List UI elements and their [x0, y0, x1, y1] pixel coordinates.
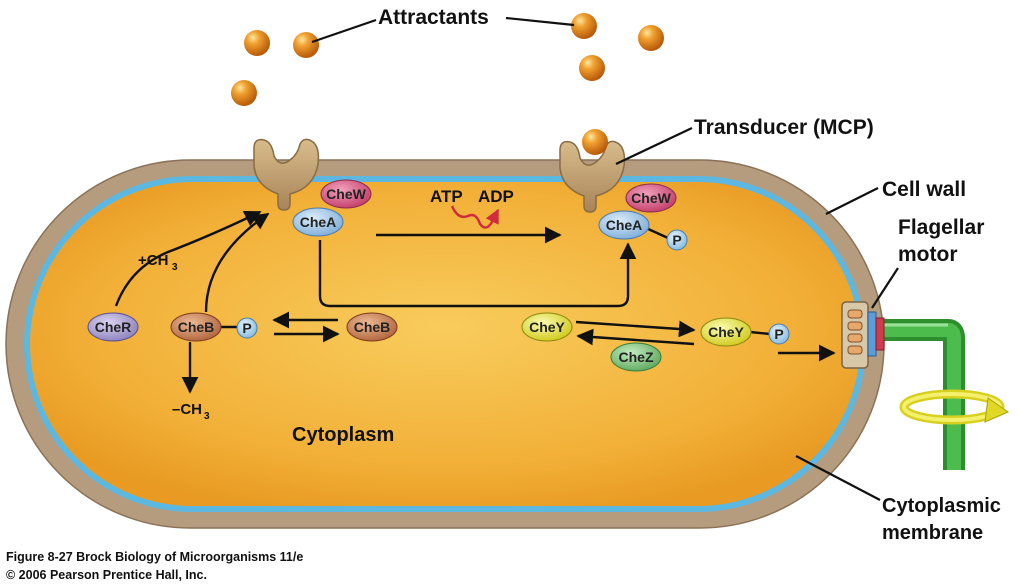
- methyl-add-label: +CH 3: [138, 252, 178, 273]
- transducer-left: [253, 138, 320, 211]
- cheb-demethylation-arrow: [204, 213, 270, 313]
- cytoplasmic-membrane-label-line2: membrane: [882, 522, 983, 544]
- attractant-molecule: [293, 32, 319, 58]
- phosphate-label: P: [242, 320, 251, 336]
- leader-lines: [311, 16, 899, 501]
- transducer-label: Transducer (MCP): [694, 116, 874, 139]
- protein-chew-right: CheW: [625, 183, 677, 213]
- chey-phosphorylation-arrow: [575, 320, 696, 338]
- flagellum: [884, 319, 965, 470]
- bound-attractant: [582, 129, 608, 155]
- chew-label: CheW: [631, 190, 671, 206]
- rotation-arrow: [899, 389, 1010, 425]
- attractant-molecule: [231, 80, 257, 106]
- chey-label: CheY: [708, 324, 744, 340]
- cheb-label: CheB: [178, 319, 215, 335]
- chey-dephosphorylation-arrow: [576, 328, 695, 346]
- flagellar-motor-leader: [871, 267, 899, 309]
- phosphate-label: P: [774, 326, 783, 342]
- phosphate: [768, 323, 790, 345]
- cytoplasm-shape: [30, 182, 860, 506]
- cheb-label: CheB: [354, 319, 391, 335]
- protein-chey-p: CheY P: [700, 317, 790, 347]
- transducer-right: [559, 129, 626, 213]
- svg-text:3: 3: [172, 262, 178, 273]
- protein-cheb: CheB: [346, 312, 398, 342]
- phosphate: [666, 229, 688, 251]
- cytoplasmic-membrane-label-line1: Cytoplasmic: [882, 495, 1001, 517]
- cell-wall-leader: [825, 187, 879, 215]
- flagellar-label-line1: Flagellar: [898, 216, 984, 239]
- figure-caption: Figure 8-27 Brock Biology of Microorgani…: [6, 550, 304, 564]
- reaction-arrows: [114, 210, 836, 394]
- attractant-molecule: [638, 25, 664, 51]
- cher-label: CheR: [95, 319, 132, 335]
- phosphate-label: P: [672, 232, 681, 248]
- adp-label: ADP: [478, 187, 514, 206]
- cell-wall-label: Cell wall: [882, 178, 966, 201]
- cher-methylation-arrow: [114, 210, 262, 307]
- flagellar-motor: [841, 301, 885, 369]
- protein-chez: CheZ: [610, 342, 662, 372]
- svg-text:+CH: +CH: [138, 252, 168, 269]
- attractant-molecule: [579, 55, 605, 81]
- cytoplasm-label: Cytoplasm: [292, 424, 394, 446]
- methyl-remove-label: –CH 3: [172, 401, 210, 422]
- chey-label: CheY: [529, 319, 565, 335]
- transducer-leader: [615, 127, 693, 165]
- cytoplasmic-membrane-leader: [795, 455, 881, 501]
- attractant-molecules: [231, 13, 664, 106]
- chew-label: CheW: [326, 186, 366, 202]
- protein-chew-left: CheW: [320, 179, 372, 209]
- svg-text:3: 3: [204, 411, 210, 422]
- cell-body: [5, 159, 885, 529]
- flagellar-label-line2: motor: [898, 243, 958, 266]
- chez-label: CheZ: [619, 349, 654, 365]
- attractants-label: Attractants: [378, 6, 489, 29]
- copyright-caption: © 2006 Pearson Prentice Hall, Inc.: [6, 568, 207, 582]
- chea-to-cheb-loop-arrow: [318, 240, 637, 308]
- attractants-leader-left: [311, 18, 377, 44]
- atp-adp-conversion: ATP ADP: [430, 187, 514, 229]
- attractant-molecule: [571, 13, 597, 39]
- phosphate: [236, 317, 258, 339]
- chea-label: CheA: [300, 214, 337, 230]
- chea-label: CheA: [606, 217, 643, 233]
- atp-label: ATP: [430, 187, 463, 206]
- protein-chea-p: CheA P: [598, 210, 688, 251]
- attractant-molecule: [244, 30, 270, 56]
- svg-text:–CH: –CH: [172, 401, 202, 418]
- protein-cheb-p: CheB P: [170, 312, 258, 342]
- attractants-leader-right: [505, 16, 575, 27]
- protein-chey: CheY: [521, 312, 573, 342]
- protein-chea-left: CheA: [292, 207, 344, 237]
- protein-cher: CheR: [87, 312, 139, 342]
